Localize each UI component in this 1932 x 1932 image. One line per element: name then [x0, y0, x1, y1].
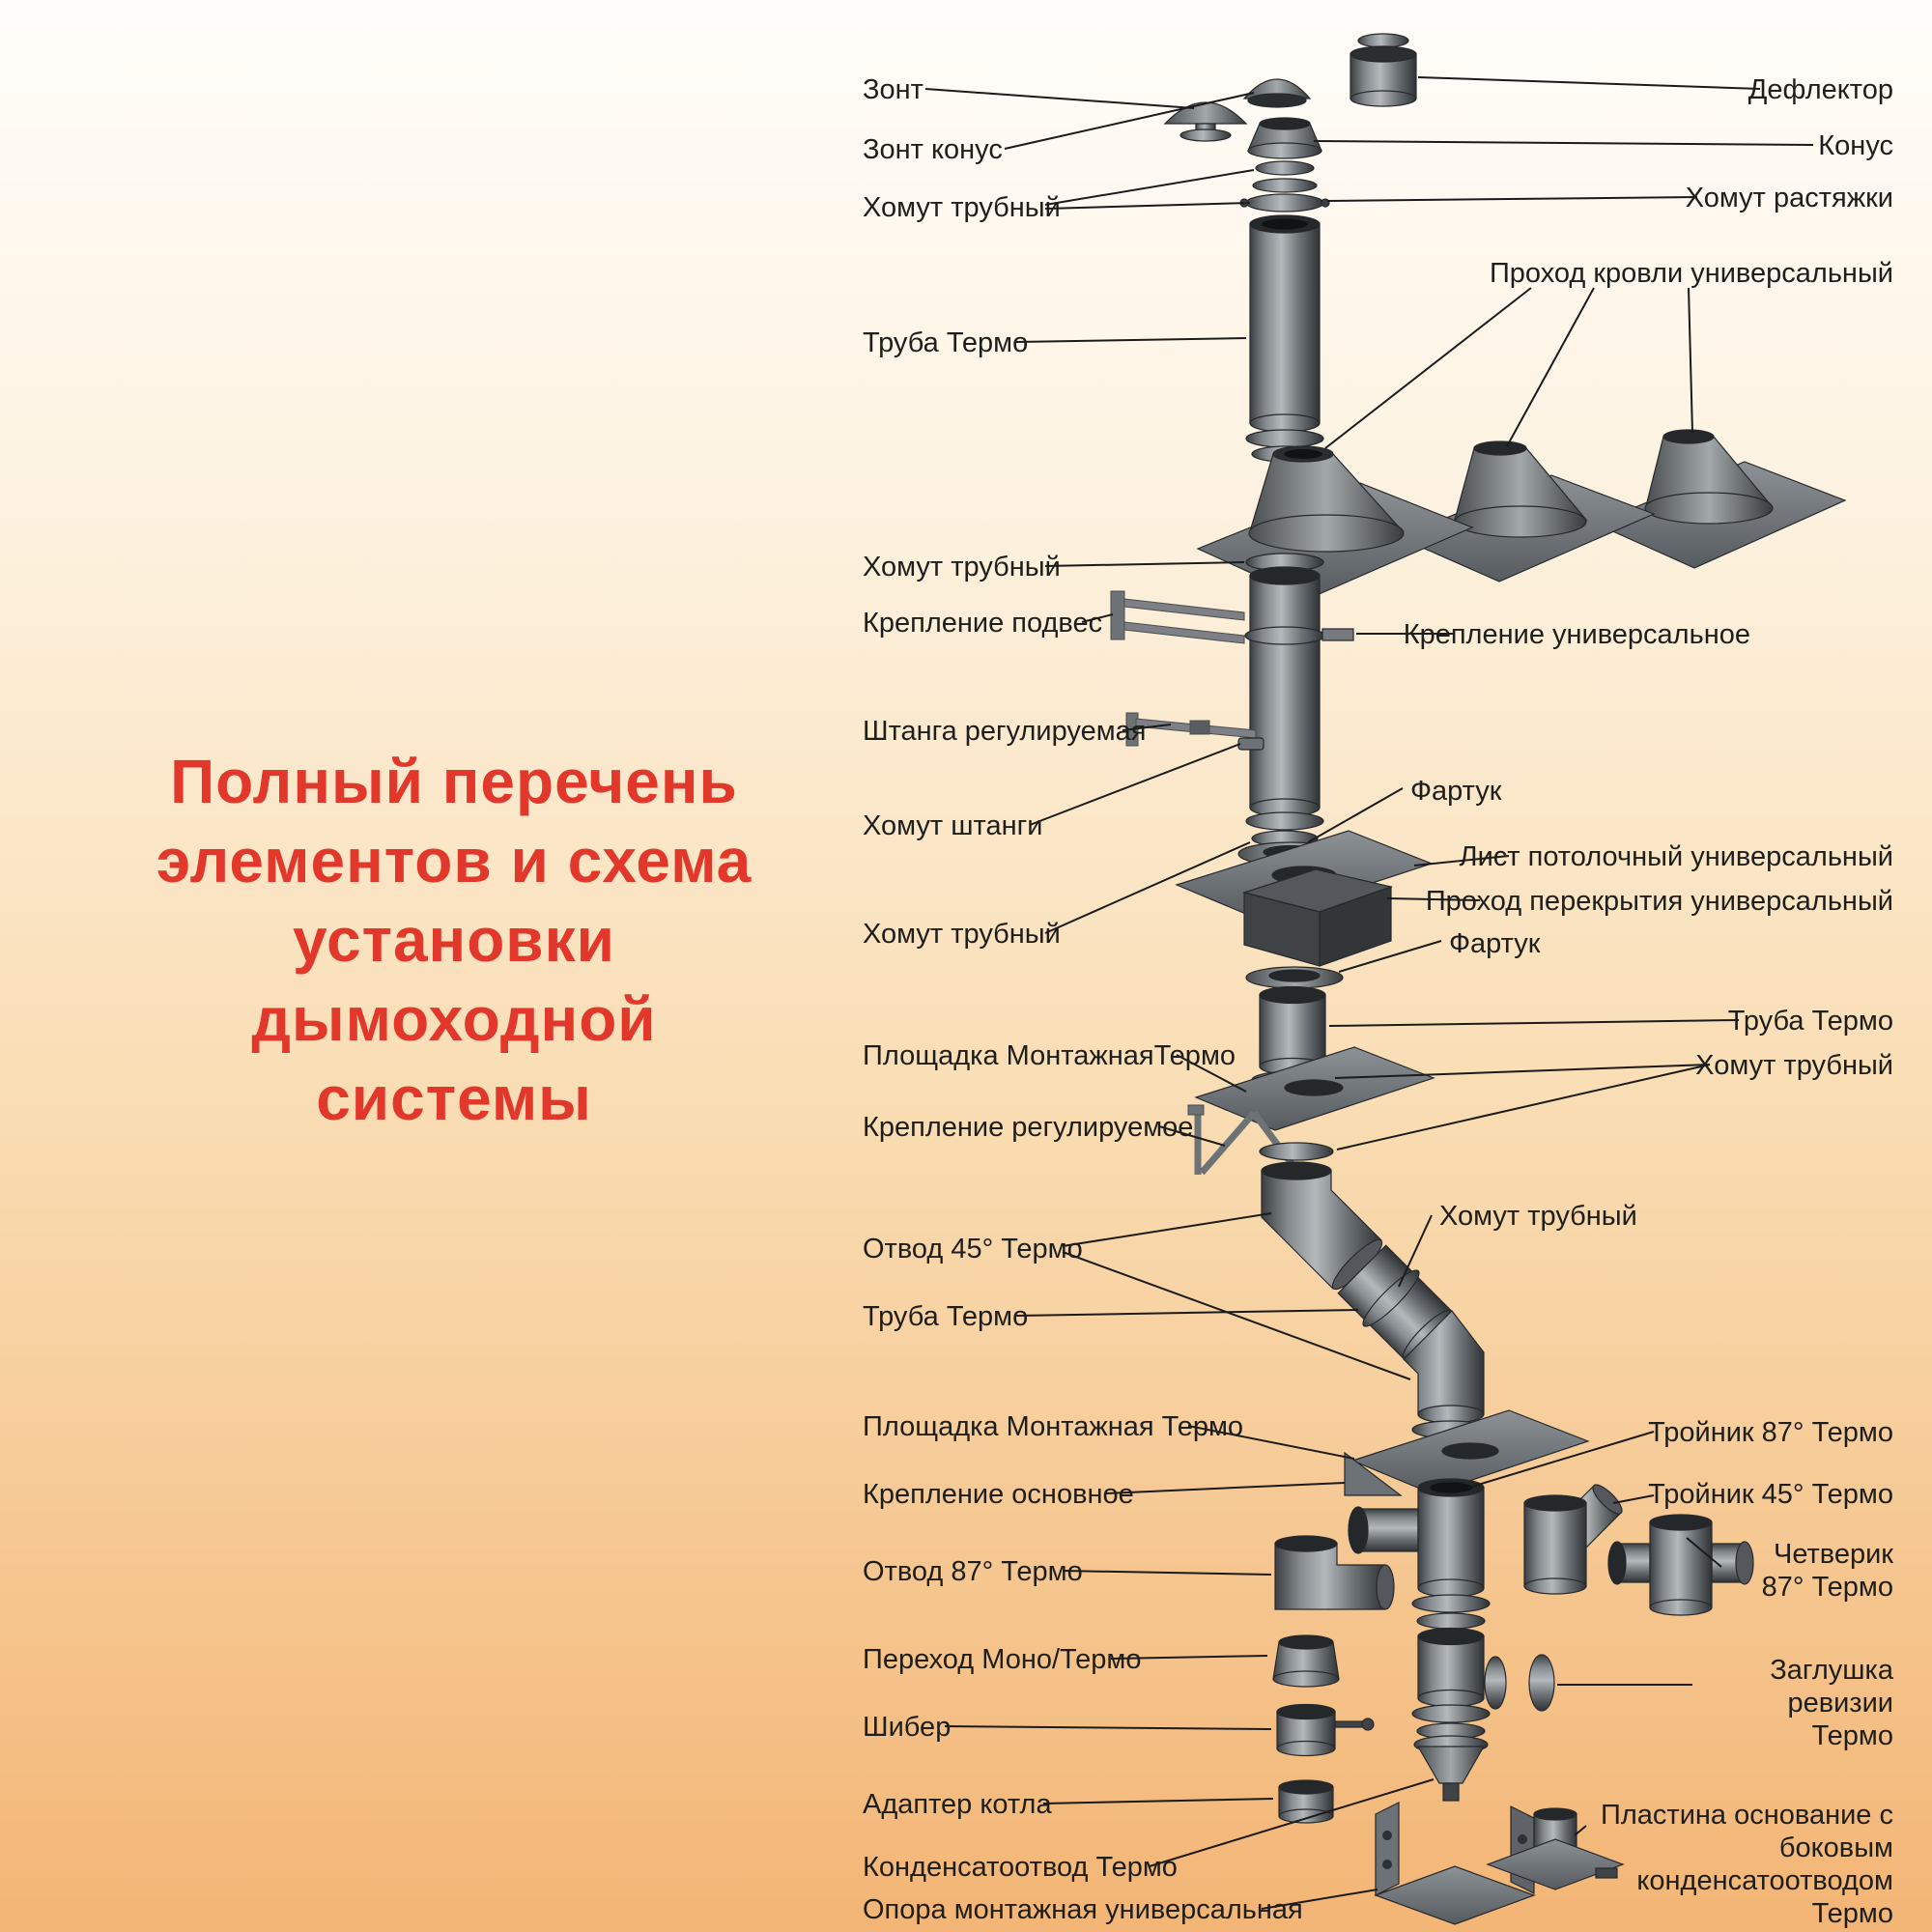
part-fartuk-2 — [1245, 966, 1344, 989]
label-khomut-rastyazhki: Хомут растяжки — [1685, 183, 1893, 213]
part-deflector — [1350, 33, 1417, 107]
part-chetverik-87 — [1607, 1514, 1754, 1616]
label-otvod-45: Отвод 45° Термо — [863, 1234, 1083, 1264]
label-truba-termo-1: Труба Термо — [863, 327, 1029, 358]
part-khomut-shtangi — [1237, 737, 1264, 751]
label-prokhod-perekrytiya: Проход перекрытия универсальный — [1425, 886, 1893, 917]
title-line: Полный перечень — [170, 747, 738, 816]
part-roof-passage-1 — [1196, 445, 1474, 600]
label-fartuk-1: Фартук — [1410, 776, 1502, 807]
part-perekhod-mono-termo — [1272, 1634, 1340, 1688]
part-khomut-rastyazhki — [1239, 193, 1330, 213]
label-fartuk-2: Фартук — [1449, 928, 1541, 959]
part-otvod-45-upper — [1259, 1142, 1383, 1291]
label-truba-termo-3: Труба Термо — [1727, 1006, 1893, 1037]
label-adapter-kotla: Адаптер котла — [863, 1789, 1052, 1820]
part-troynik-87 — [1348, 1478, 1491, 1630]
label-khomut-trubny-5: Хомут трубный — [1439, 1201, 1637, 1232]
label-zont-konus: Зонт конус — [863, 134, 1003, 165]
label-ploshchadka-montazhnaya-2: Площадка Монтажная Термо — [863, 1411, 1244, 1442]
part-zont-konus — [1242, 78, 1312, 108]
label-konus: Конус — [1818, 130, 1893, 161]
label-shtanga-reguliruemaya: Штанга регулируемая — [863, 716, 1147, 747]
part-roof-passage-3 — [1594, 429, 1847, 569]
leader-lines — [924, 76, 1814, 1910]
label-khomut-trubny-2: Хомут трубный — [863, 552, 1061, 582]
part-shiber — [1276, 1703, 1375, 1757]
part-roof-passage-2 — [1397, 440, 1656, 582]
part-khomut-trubny-top — [1252, 160, 1318, 193]
part-plastina-osnovanie — [1486, 1807, 1625, 1890]
part-kreplenie-universalnoe — [1244, 626, 1354, 645]
label-ploshchadka-montazhnaya-1: Площадка МонтажнаяТермо — [863, 1040, 1236, 1071]
label-khomut-trubny-3: Хомут трубный — [863, 919, 1061, 950]
part-zaglushka-revizii — [1484, 1654, 1555, 1712]
part-truba-termo-mid — [1249, 566, 1321, 817]
part-otvod-87 — [1274, 1535, 1395, 1610]
label-opora-montazhnaya: Опора монтажная универсальная — [863, 1894, 1303, 1925]
page-title: Полный перечень элементов и схема устано… — [53, 742, 855, 1138]
part-prokhod-perekrytiya — [1241, 868, 1394, 967]
label-otvod-87: Отвод 87° Термо — [863, 1556, 1083, 1587]
part-kreplenie-osnovnoe — [1344, 1451, 1403, 1496]
label-khomut-trubny-4: Хомут трубный — [1695, 1050, 1893, 1081]
label-truba-termo-2: Труба Термо — [863, 1301, 1029, 1332]
part-kreplenie-podves — [1110, 590, 1245, 644]
title-line: дымоходной — [251, 984, 657, 1054]
label-kreplenie-reguliruemoe: Крепление регулируемое — [863, 1112, 1194, 1143]
part-adapter-kotla — [1278, 1779, 1334, 1824]
part-zont — [1163, 101, 1248, 142]
label-troynik-45: Тройник 45° Термо — [1648, 1479, 1893, 1510]
label-prokhod-krovli: Проход кровли универсальный — [1489, 258, 1893, 289]
label-shiber: Шибер — [863, 1712, 952, 1743]
part-ploshchadka-montazhnaya-2 — [1350, 1409, 1590, 1494]
label-khomut-shtangi: Хомут штанги — [863, 810, 1043, 841]
part-konus — [1247, 117, 1322, 159]
label-zaglushka-revizii: Заглушка ревизии Термо — [1770, 1655, 1893, 1751]
title-line: установки — [293, 905, 615, 975]
part-truba-termo-1 — [1245, 214, 1324, 463]
label-zont: Зонт — [863, 74, 923, 105]
label-deflektor: Дефлектор — [1747, 74, 1893, 105]
label-plastina-osnovanie: Пластина основание с боковым конденсатоо… — [1601, 1800, 1893, 1929]
title-line: системы — [316, 1064, 592, 1133]
label-perekhod-mono-termo: Переход Моно/Термо — [863, 1644, 1142, 1675]
title-line: элементов и схема — [156, 826, 753, 895]
part-troynik-45 — [1523, 1484, 1623, 1595]
label-kreplenie-universalnoe: Крепление универсальное — [1403, 619, 1750, 650]
part-truba-bottom — [1411, 1627, 1491, 1740]
label-kreplenie-osnovnoe: Крепление основное — [863, 1479, 1134, 1510]
label-chetverik-87: Четверик 87° Термо — [1761, 1539, 1893, 1603]
label-khomut-trubny-1: Хомут трубный — [863, 192, 1061, 223]
label-list-potolochny: Лист потолочный универсальный — [1459, 841, 1893, 872]
label-troynik-87: Тройник 87° Термо — [1648, 1417, 1893, 1448]
label-kondensatootvod: Конденсатоотвод Термо — [863, 1852, 1178, 1883]
part-kondensatootvod — [1413, 1735, 1489, 1802]
label-kreplenie-podves: Крепление подвес — [863, 608, 1103, 639]
